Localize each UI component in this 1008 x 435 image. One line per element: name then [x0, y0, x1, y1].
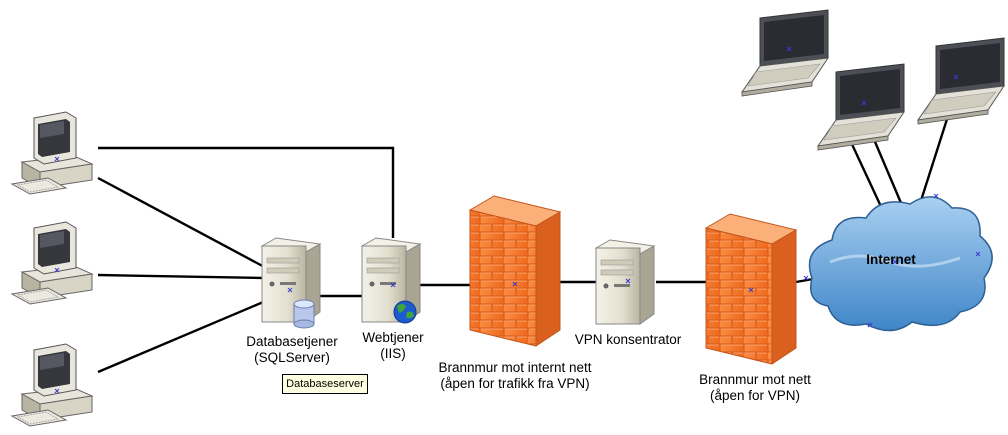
line-laptop2-cloud	[868, 129, 906, 211]
firewall-icon	[704, 213, 798, 365]
line-laptop3-cloud	[916, 115, 950, 211]
web-server-subtitle: (IIS)	[380, 346, 406, 361]
database-server-label: Databasetjener (SQLServer)	[230, 334, 354, 366]
desktop-computer-icon	[11, 111, 93, 195]
database-server-subtitle: (SQLServer)	[254, 350, 330, 365]
line-desktop1-dbserver	[97, 176, 271, 272]
database-icon	[293, 299, 315, 329]
firewall-internal-subtitle: (åpen for trafikk fra VPN)	[440, 376, 590, 391]
server-icon	[595, 239, 655, 325]
connection-lines	[97, 115, 950, 374]
laptop-icon	[817, 63, 905, 151]
cloud-icon	[808, 196, 993, 332]
web-server-title: Webtjener	[362, 330, 424, 345]
desktop-computer-icon	[11, 221, 93, 305]
line-desktop1-webserver	[98, 146, 395, 238]
globe-icon	[393, 300, 417, 324]
desktop-computer-icon	[11, 343, 93, 427]
firewall-external-title: Brannmur mot nett	[699, 372, 811, 387]
web-server-label: Webtjener (IIS)	[346, 330, 440, 362]
line-desktop2-dbserver	[97, 273, 266, 280]
firewall-external-subtitle: (åpen for VPN)	[709, 388, 801, 403]
line-laptop1-cloud	[848, 139, 886, 214]
firewall-external-label: Brannmur mot nett (åpen for VPN)	[680, 372, 830, 404]
database-server-title: Databasetjener	[246, 334, 338, 349]
connector-markers	[54, 46, 981, 394]
firewall-internal-title: Brannmur mot internt nett	[438, 360, 592, 375]
vpn-label: VPN konsentrator	[566, 332, 690, 348]
internet-label: Internet	[866, 252, 916, 267]
line-desktop3-dbserver	[97, 298, 269, 374]
vpn-title: VPN konsentrator	[574, 332, 682, 347]
firewall-icon	[468, 195, 562, 347]
firewall-internal-label: Brannmur mot internt nett (åpen for traf…	[420, 360, 610, 392]
laptop-icon	[917, 37, 1005, 125]
tooltip: Databaseserver	[282, 374, 368, 394]
laptop-icon	[741, 9, 829, 97]
